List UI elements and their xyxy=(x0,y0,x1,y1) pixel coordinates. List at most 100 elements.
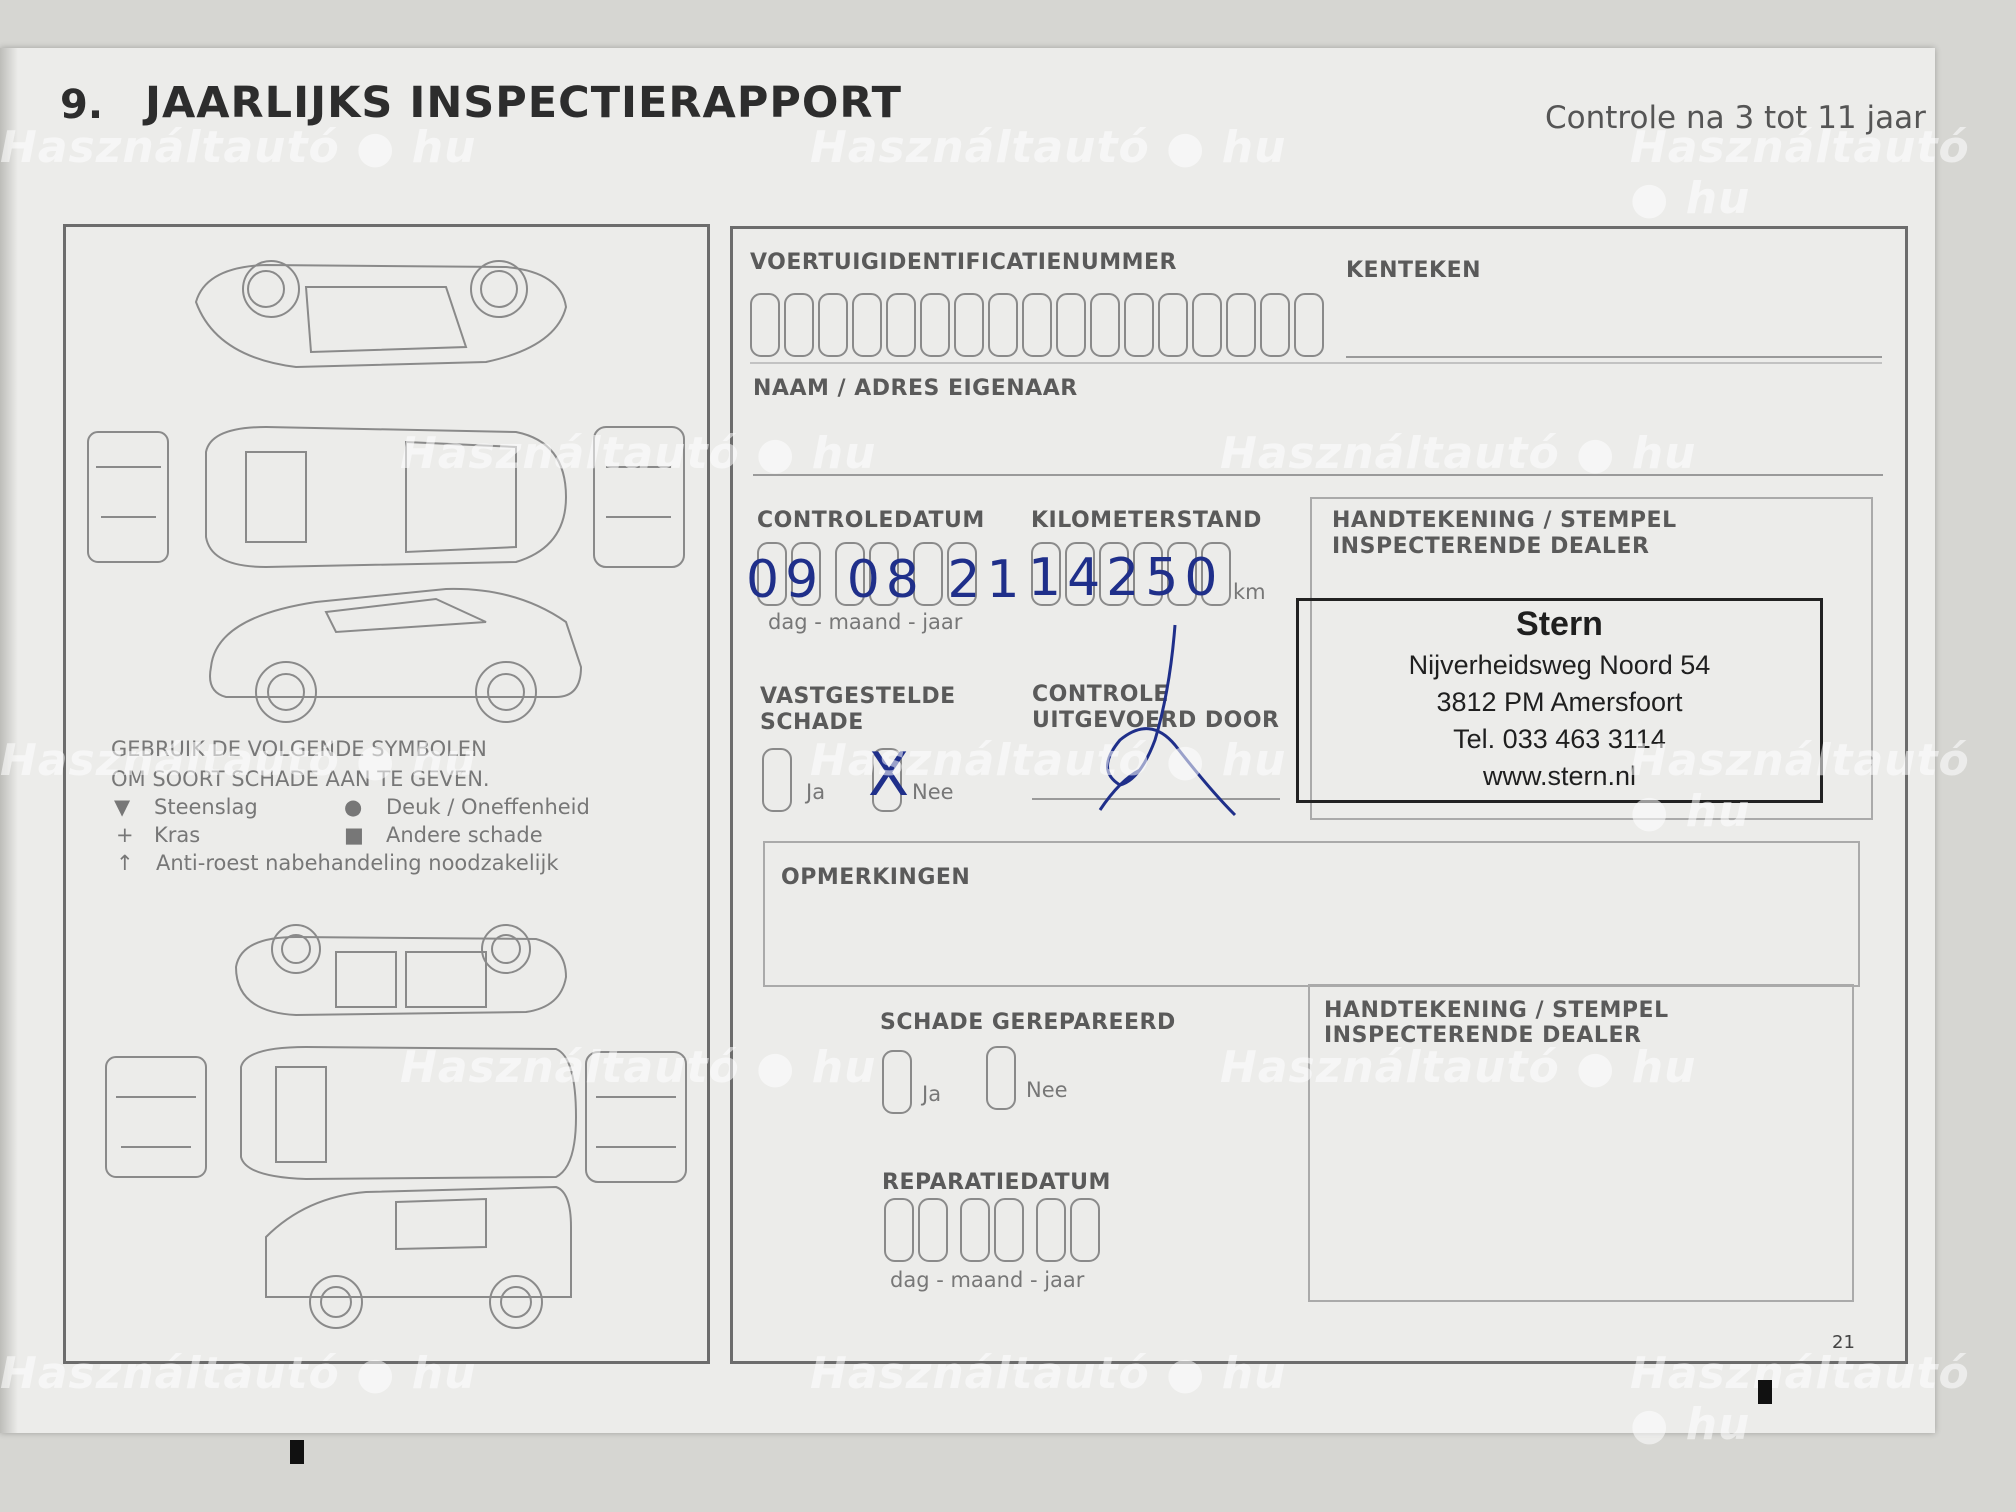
page-title: JAARLIJKS INSPECTIERAPPORT xyxy=(145,78,902,128)
performed-by-label-1: CONTROLE xyxy=(1032,682,1169,707)
legend-text-stone: Steenslag xyxy=(154,795,258,819)
van-diagram-lower xyxy=(105,924,687,1329)
vin-cell[interactable] xyxy=(1090,293,1120,357)
signature-top-label-1: HANDTEKENING / STEMPEL xyxy=(1332,508,1677,533)
vin-cell[interactable] xyxy=(818,293,848,357)
inspection-form-panel xyxy=(730,226,1908,1364)
damage-found-label-2: SCHADE xyxy=(760,710,864,735)
mileage-cell[interactable] xyxy=(1065,542,1095,606)
stamp-street: Nijverheidsweg Noord 54 xyxy=(1408,650,1711,680)
vin-cell[interactable] xyxy=(1124,293,1154,357)
repair-date-cell[interactable] xyxy=(994,1198,1024,1262)
vin-cell[interactable] xyxy=(1260,293,1290,357)
watermark: Használtautó ● hu xyxy=(810,1348,1287,1399)
damage-repaired-no-label: Nee xyxy=(1026,1078,1068,1102)
page-edge-marker xyxy=(290,1440,304,1464)
date-cell[interactable] xyxy=(869,542,899,606)
date-cell[interactable] xyxy=(835,542,865,606)
stamp-city: 3812 PM Amersfoort xyxy=(1436,687,1683,717)
mileage-cells xyxy=(1031,542,1231,608)
vin-cell[interactable] xyxy=(1192,293,1222,357)
vin-cells xyxy=(750,293,1330,359)
legend-text-rust: Anti-roest nabehandeling noodzakelijk xyxy=(156,851,559,875)
owner-line[interactable] xyxy=(753,474,1883,476)
vin-cell[interactable] xyxy=(1056,293,1086,357)
repair-date-cell[interactable] xyxy=(918,1198,948,1262)
vin-cell[interactable] xyxy=(886,293,916,357)
legend-symbol-scratch: + xyxy=(116,823,134,847)
signature-box-bottom[interactable] xyxy=(1308,984,1854,1302)
page-edge-marker xyxy=(1758,1380,1772,1404)
section-number: 9. xyxy=(60,82,104,128)
date-cell[interactable] xyxy=(791,542,821,606)
performed-by-line[interactable] xyxy=(1032,798,1280,800)
repair-date-cells xyxy=(884,1198,1104,1264)
watermark: Használtautó ● hu xyxy=(1220,1042,1697,1093)
page-spine xyxy=(0,48,18,1433)
legend-symbol-other: ■ xyxy=(344,823,364,847)
owner-label: NAAM / ADRES EIGENAAR xyxy=(753,376,1078,401)
repair-date-cell[interactable] xyxy=(960,1198,990,1262)
watermark: Használtautó ● hu xyxy=(810,735,1287,786)
vin-cell[interactable] xyxy=(1158,293,1188,357)
mileage-cell[interactable] xyxy=(1167,542,1197,606)
legend-intro-2: OM SOORT SCHADE AAN TE GEVEN. xyxy=(111,767,490,791)
watermark: Használtautó ● hu xyxy=(0,735,477,786)
vin-cell[interactable] xyxy=(750,293,780,357)
stamp-web: www.stern.nl xyxy=(1482,761,1637,791)
handwritten-signature xyxy=(1098,624,1237,817)
watermark: Használtautó ● hu xyxy=(1630,735,1970,837)
watermark: Használtautó ● hu xyxy=(0,122,477,173)
plate-label: KENTEKEN xyxy=(1346,258,1482,283)
damage-found-no-label: Nee xyxy=(912,780,954,804)
mileage-cell[interactable] xyxy=(1031,542,1061,606)
watermark: Használtautó ● hu xyxy=(0,1348,477,1399)
date-cell[interactable] xyxy=(913,542,943,606)
remarks-box[interactable] xyxy=(763,841,1860,987)
repair-date-format: dag - maand - jaar xyxy=(890,1268,1085,1292)
vin-cell[interactable] xyxy=(1294,293,1324,357)
damage-repaired-no-checkbox[interactable] xyxy=(986,1046,1016,1110)
damage-found-yes-checkbox[interactable] xyxy=(762,748,792,812)
vin-cell[interactable] xyxy=(1226,293,1256,357)
page-subtitle: Controle na 3 tot 11 jaar xyxy=(1545,100,1926,136)
mileage-unit: km xyxy=(1233,580,1266,604)
repair-date-label: REPARATIEDATUM xyxy=(882,1170,1111,1195)
mileage-cell[interactable] xyxy=(1133,542,1163,606)
plate-line[interactable] xyxy=(1346,356,1882,358)
watermark: Használtautó ● hu xyxy=(1630,1348,1970,1450)
damage-repaired-yes-checkbox[interactable] xyxy=(882,1050,912,1114)
mileage-cell[interactable] xyxy=(1201,542,1231,606)
inspection-date-label: CONTROLEDATUM xyxy=(757,508,985,533)
legend-intro-1: GEBRUIK DE VOLGENDE SYMBOLEN xyxy=(111,737,487,761)
vin-cell[interactable] xyxy=(954,293,984,357)
repair-date-cell[interactable] xyxy=(884,1198,914,1262)
vin-cell[interactable] xyxy=(784,293,814,357)
watermark: Használtautó ● hu xyxy=(400,1042,877,1093)
watermark: Használtautó ● hu xyxy=(1220,428,1697,479)
legend-symbol-dent: ● xyxy=(344,795,363,819)
stamp-name: Stern xyxy=(1516,605,1603,643)
mileage-cell[interactable] xyxy=(1099,542,1129,606)
signature-box-top[interactable] xyxy=(1310,497,1873,820)
legend-text-scratch: Kras xyxy=(154,823,201,847)
vin-cell[interactable] xyxy=(1022,293,1052,357)
damage-found-yes-label: Ja xyxy=(806,780,826,804)
date-cell[interactable] xyxy=(757,542,787,606)
date-cell[interactable] xyxy=(947,542,977,606)
damage-found-no-checkbox[interactable] xyxy=(872,748,902,812)
signature-bottom-label-2: INSPECTERENDE DEALER xyxy=(1324,1023,1642,1048)
signature-top-label-2: INSPECTERENDE DEALER xyxy=(1332,534,1650,559)
vin-cell[interactable] xyxy=(852,293,882,357)
legend-text-dent: Deuk / Oneffenheid xyxy=(386,795,590,819)
vin-cell[interactable] xyxy=(988,293,1018,357)
page-number: 21 xyxy=(1832,1332,1855,1353)
repair-date-cell[interactable] xyxy=(1070,1198,1100,1262)
damage-found-label-1: VASTGESTELDE xyxy=(760,684,956,709)
remarks-label: OPMERKINGEN xyxy=(781,865,971,890)
inspection-date-handwritten: 09 08 21 xyxy=(746,550,1026,610)
vin-label: VOERTUIGIDENTIFICATIENUMMER xyxy=(750,250,1177,275)
repair-date-cell[interactable] xyxy=(1036,1198,1066,1262)
vin-cell[interactable] xyxy=(920,293,950,357)
inspection-date-format: dag - maand - jaar xyxy=(768,610,963,634)
